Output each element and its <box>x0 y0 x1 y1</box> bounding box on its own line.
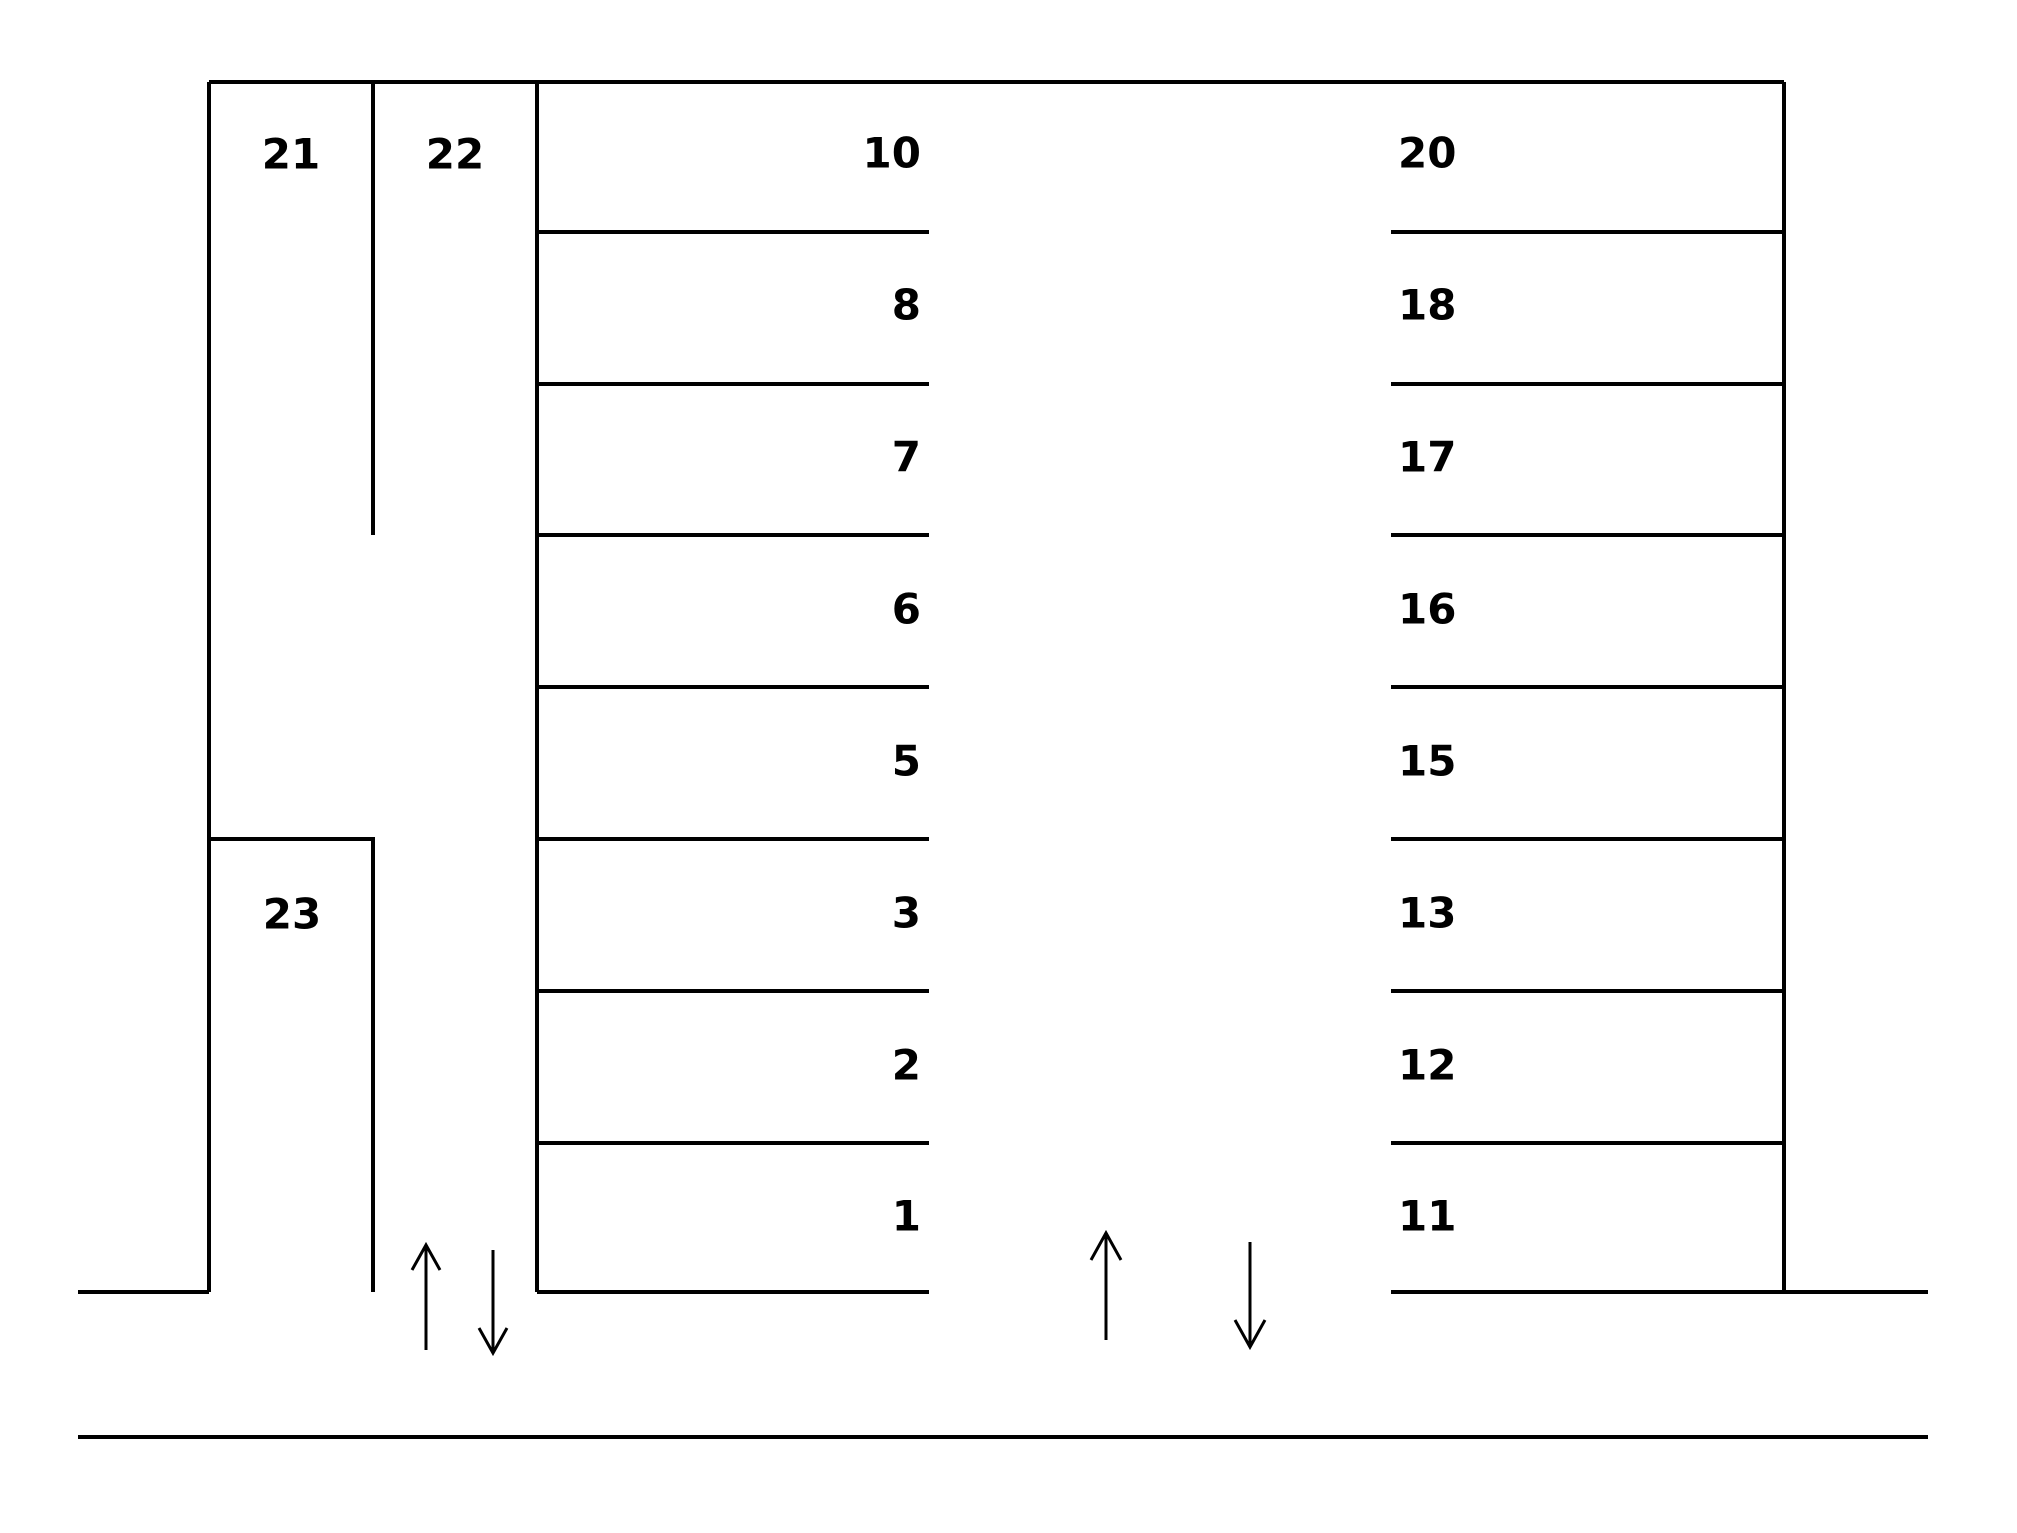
space-number-21: 21 <box>262 130 320 179</box>
space-number-17: 17 <box>1398 433 1456 482</box>
space-number-8: 8 <box>892 281 921 330</box>
space-number-11: 11 <box>1398 1192 1456 1241</box>
space-number-16: 16 <box>1398 585 1456 634</box>
space-number-3: 3 <box>892 889 921 938</box>
right-row-dividers <box>1391 230 1784 1294</box>
arrow-down-icon <box>477 1250 509 1357</box>
center-left-row-dividers <box>537 230 929 1294</box>
space-number-12: 12 <box>1398 1041 1456 1090</box>
space-number-20: 20 <box>1398 129 1456 178</box>
arrow-down-icon <box>1233 1242 1267 1351</box>
space-number-6: 6 <box>892 585 921 634</box>
space-number-18: 18 <box>1398 281 1456 330</box>
space-number-2: 2 <box>892 1041 921 1090</box>
arrow-up-icon <box>1089 1229 1123 1340</box>
space-number-10: 10 <box>863 129 921 178</box>
space-number-1: 1 <box>892 1192 921 1241</box>
space-number-23: 23 <box>263 890 321 939</box>
space-number-22: 22 <box>426 130 484 179</box>
space-number-13: 13 <box>1398 889 1456 938</box>
space-number-7: 7 <box>892 433 921 482</box>
space-number-5: 5 <box>892 737 921 786</box>
space-number-15: 15 <box>1398 737 1456 786</box>
space-23-outline <box>209 837 375 1292</box>
arrow-up-icon <box>410 1241 442 1350</box>
